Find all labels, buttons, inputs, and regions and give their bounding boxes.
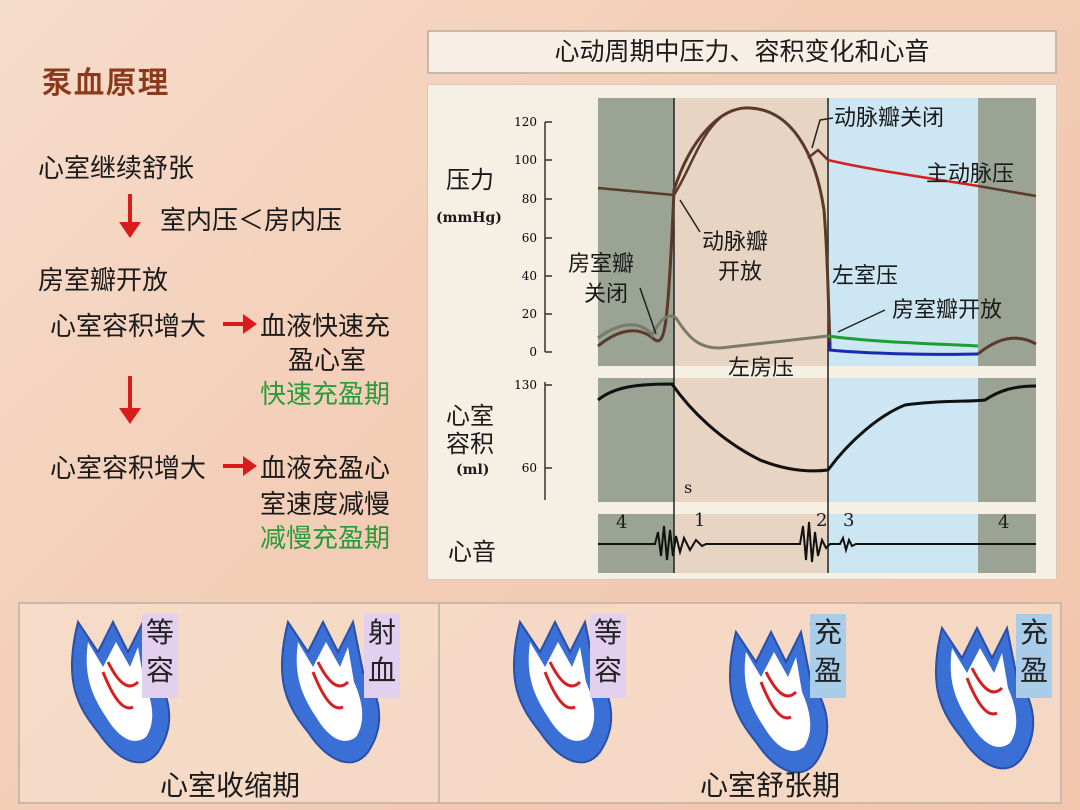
text-ventricle-relax: 心室继续舒张 [38,154,195,184]
tag-isovolumic-2: 等容 [590,614,626,698]
text-rapid-fill-1: 血液快速充 [260,312,391,342]
label-lv-pressure: 左室压 [832,264,899,289]
aortic-pressure-curve-pre [597,186,675,197]
pressure-tick-0: 0 [529,345,537,359]
text-pressure-compare: 室内压＜房内压 [160,206,343,236]
diagram-title: 心动周期中压力、容积变化和心音 [427,30,1057,74]
arrow-down-2 [119,376,141,424]
pointer-aortic-close [811,117,834,149]
phase-label-systole: 心室收缩期 [160,769,301,802]
pointer-aortic-open [679,199,701,233]
arrow-right-2 [223,456,257,476]
label-s: s [684,478,693,497]
pressure-axis-unit: (mmHg) [436,210,502,226]
text-rapid-fill-phase: 快速充盈期 [260,380,391,410]
tag-filling-2: 充盈 [1016,614,1052,698]
pressure-tick-80: 80 [522,192,537,206]
label-sound-2: 2 [816,510,828,531]
label-sound-4-right: 4 [998,512,1010,533]
band-atrial-systole-right [978,98,1036,573]
volume-axis-label-2: 容积 [446,430,494,458]
lv-pressure-curve [597,106,832,348]
volume-tick-60: 60 [522,461,537,475]
la-pressure-curve [597,314,829,350]
panel-separator-2 [598,502,1036,514]
text-av-open: 房室瓣开放 [38,266,169,296]
heart-sound-trace [598,521,1036,563]
volume-axis-label-1: 心室 [446,402,494,430]
arrow-right-1 [223,314,257,334]
text-rapid-fill-2: 盈心室 [288,346,367,376]
label-av-valve-close-2: 关闭 [584,282,629,307]
pressure-tick-40: 40 [522,269,537,283]
label-aortic-pressure: 主动脉压 [926,162,1015,187]
pressure-axis-ticks [545,121,552,353]
text-slow-fill-1: 血液充盈心 [260,454,391,484]
label-aortic-valve-close: 动脉瓣关闭 [834,106,945,131]
label-aortic-valve-open-2: 开放 [718,260,763,285]
pointer-av-open [837,309,886,333]
arrow-down-1 [119,194,141,238]
text-slow-fill-2: 室速度减慢 [260,490,391,520]
page-title: 泵血原理 [42,66,170,101]
heart-sound-label: 心音 [448,538,496,566]
label-la-pressure: 左房压 [728,356,795,381]
aortic-pressure-curve-end [977,184,1037,198]
label-aortic-valve-open-1: 动脉瓣 [702,230,769,255]
pressure-tick-60: 60 [522,231,537,245]
pressure-axis-label: 压力 [446,166,494,194]
phase-divider [438,602,440,804]
la-pressure-curve-green [827,334,979,348]
pointer-av-close [639,287,657,335]
volume-curve [597,382,1037,473]
volume-axis-unit: (ml) [456,462,490,478]
label-sound-4-left: 4 [616,512,628,533]
tag-filling-1: 充盈 [810,614,846,698]
label-av-valve-open: 房室瓣开放 [892,298,1003,323]
lv-pressure-curve-blue [828,342,979,356]
label-sound-3: 3 [843,510,855,531]
tag-isovolumic-1: 等容 [142,614,178,698]
aortic-pressure-curve-red [827,158,979,188]
text-volume-increase-2: 心室容积增大 [50,454,207,484]
label-av-valve-close-1: 房室瓣 [568,252,635,277]
band-ventricular-systole [674,98,828,573]
dicrotic-notch [807,148,829,161]
lv-pressure-curve-end [977,336,1037,356]
text-volume-increase-1: 心室容积增大 [50,312,207,342]
pressure-tick-100: 100 [514,153,537,167]
panel-separator-1 [598,366,1036,378]
phase-label-diastole: 心室舒张期 [700,769,841,802]
pressure-tick-120: 120 [514,115,537,129]
tag-ejection: 射血 [364,614,400,698]
pressure-tick-20: 20 [522,307,537,321]
volume-tick-130: 130 [514,378,537,392]
label-sound-1: 1 [694,510,706,531]
text-slow-fill-phase: 减慢充盈期 [260,524,391,554]
band-ventricular-diastole [828,98,978,573]
